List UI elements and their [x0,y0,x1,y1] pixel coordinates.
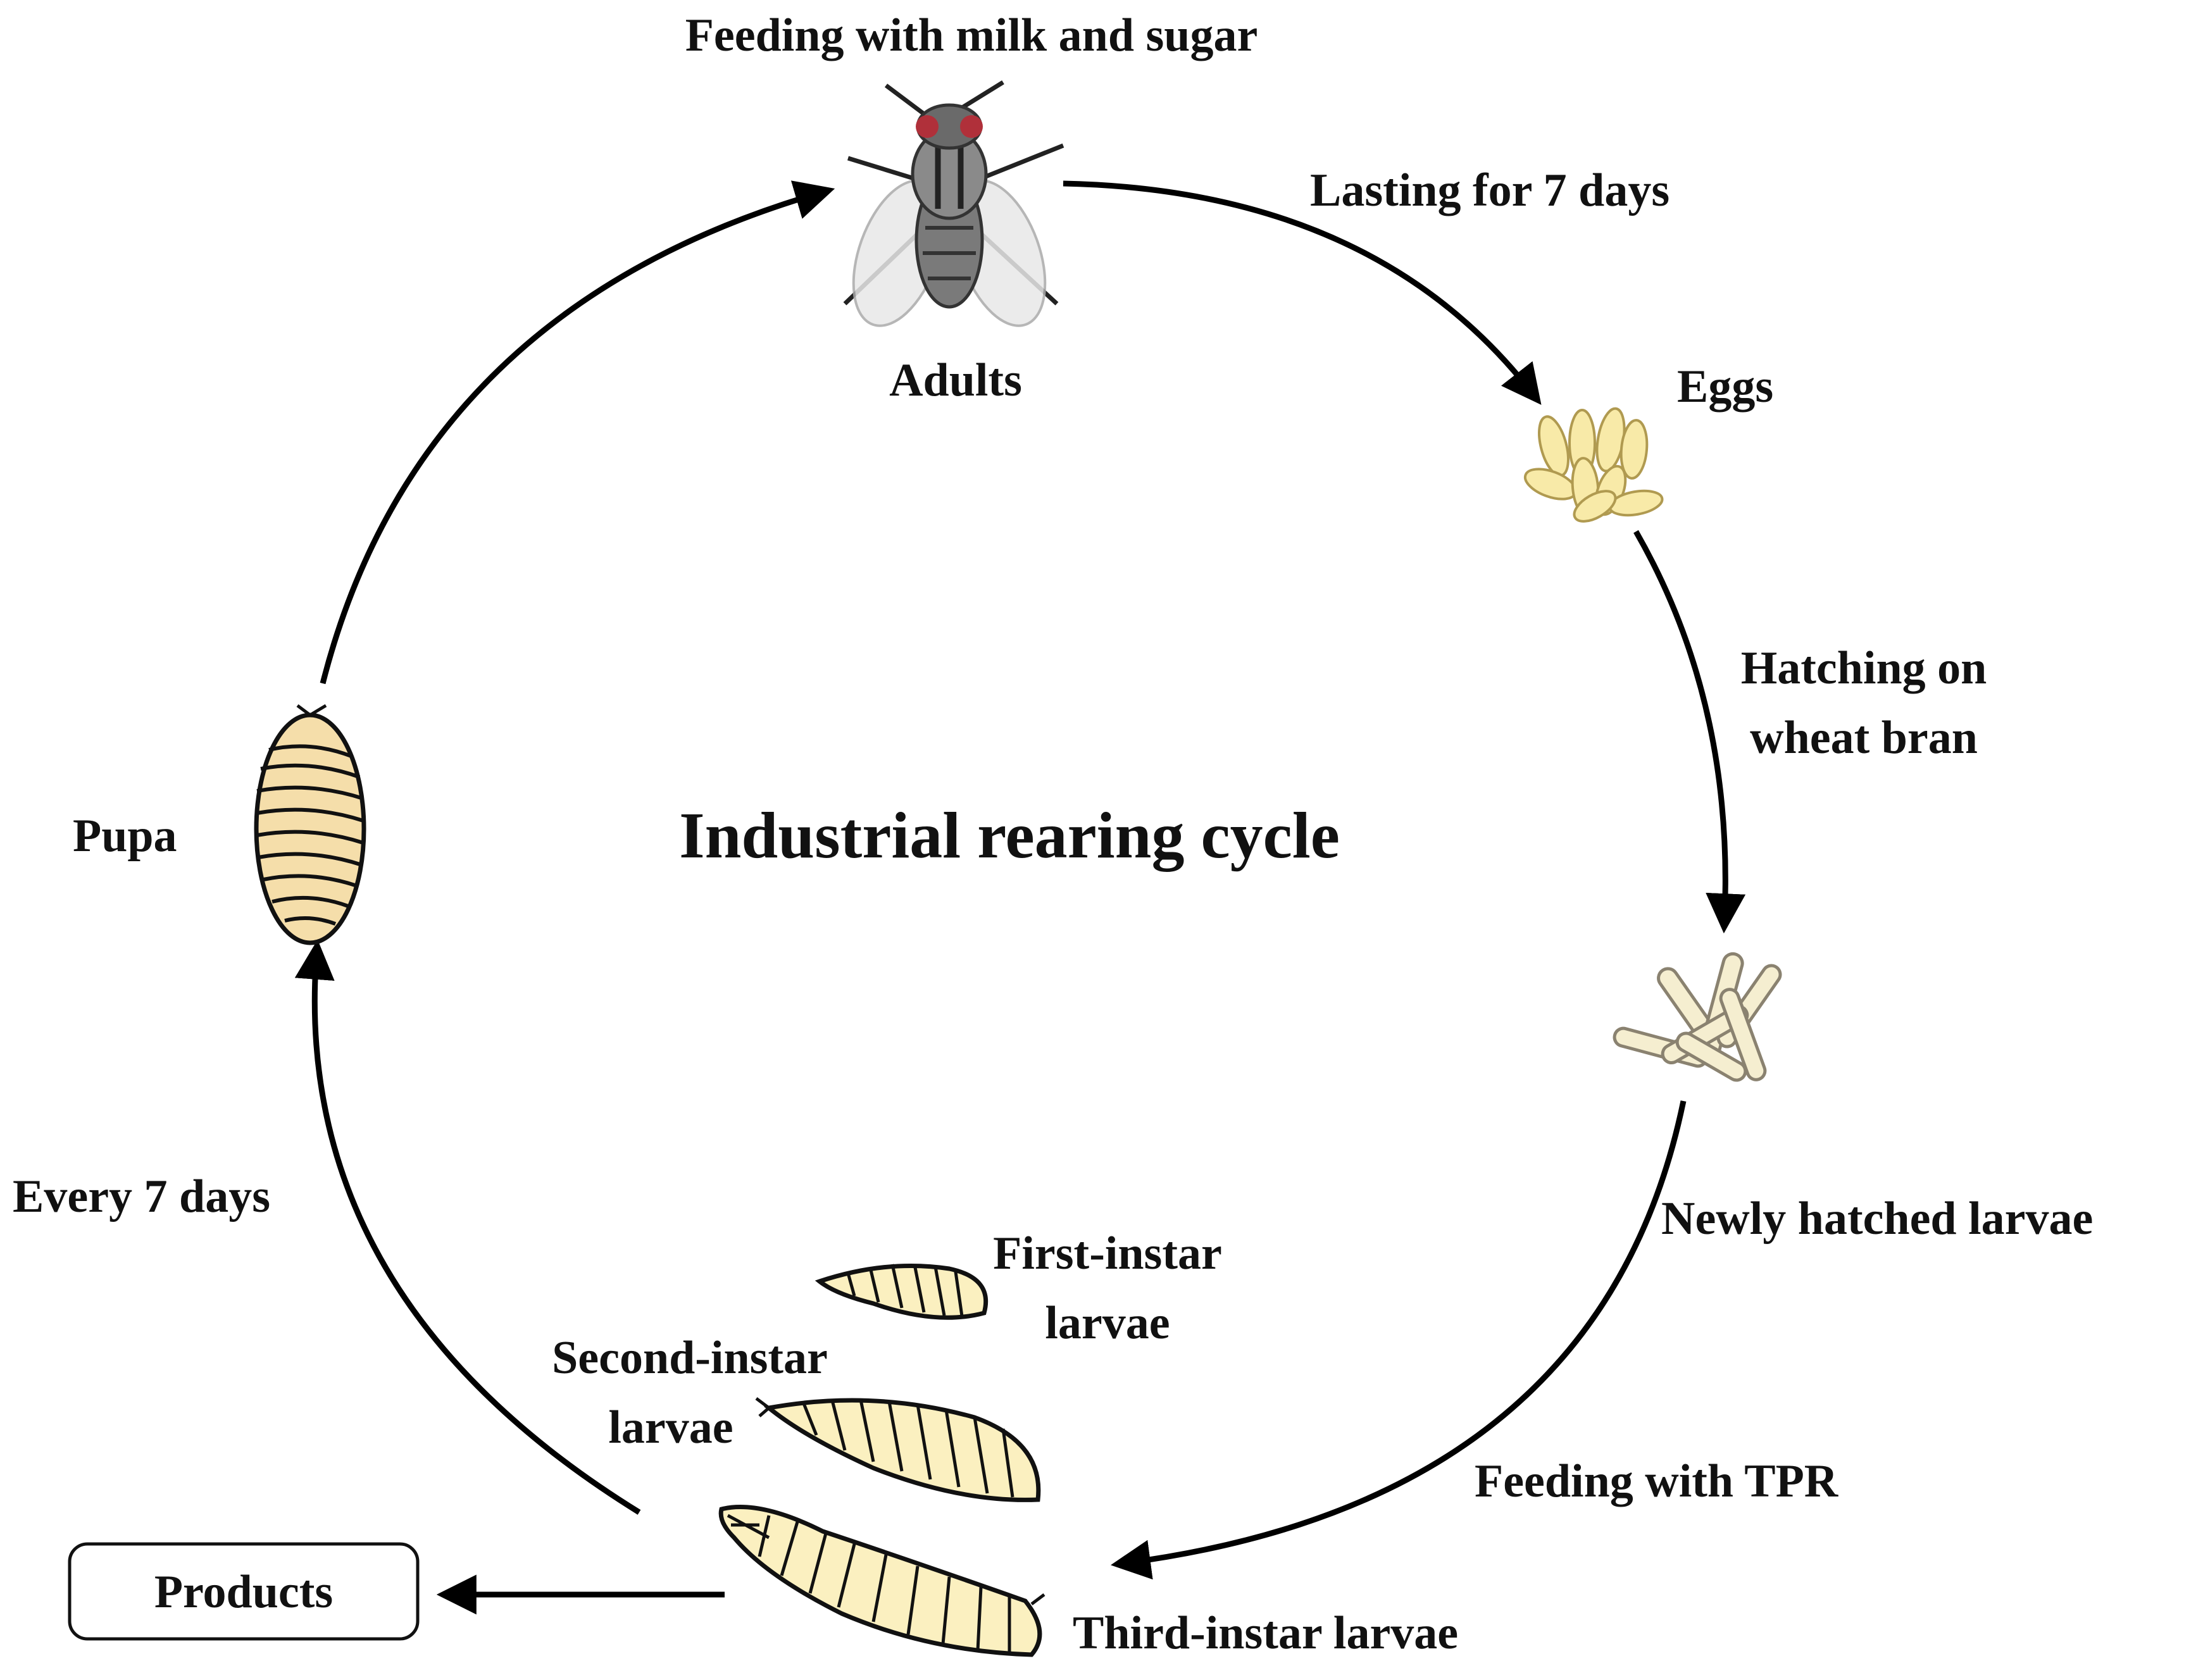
arrow-larvae-to-third-instar [1111,1100,1687,1580]
label-first-instar-2: larvae [1045,1297,1170,1349]
label-pupa: Pupa [73,810,177,862]
first-instar-larva-icon [814,1264,989,1320]
eggs-icon [1523,407,1664,523]
note-hatching-2: wheat bran [1750,712,1978,764]
diagram-title: Industrial rearing cycle [679,799,1340,872]
products-box [68,1542,420,1641]
newly-hatched-larvae-icon [1613,952,1782,1082]
label-first-instar-1: First-instar [993,1228,1222,1279]
label-second-instar-1: Second-instar [552,1332,828,1384]
arrow-eggs-to-larvae [1633,530,1746,934]
label-third-instar: Third-instar larvae [1073,1607,1458,1659]
arrow-third-instar-to-pupa [294,939,641,1515]
note-feeding-larvae: Feeding with TPR [1475,1455,1839,1507]
label-second-instar-2: larvae [608,1402,733,1453]
third-instar-larva-icon [718,1505,1045,1657]
fly-icon [843,80,1064,327]
pupa-icon [254,704,366,945]
second-instar-larva-icon [755,1397,1041,1502]
products-label: Products [154,1566,333,1618]
arrow-adults-to-eggs [1063,180,1542,405]
arrow-pupa-to-adults [320,180,835,685]
note-feeding-adults: Feeding with milk and sugar [685,9,1258,61]
label-eggs: Eggs [1677,361,1773,413]
note-every: Every 7 days [13,1171,270,1223]
label-adults: Adults [889,354,1022,406]
note-hatching-1: Hatching on [1741,642,1987,694]
label-newly-hatched: Newly hatched larvae [1661,1193,2093,1245]
note-lasting: Lasting for 7 days [1310,165,1669,216]
